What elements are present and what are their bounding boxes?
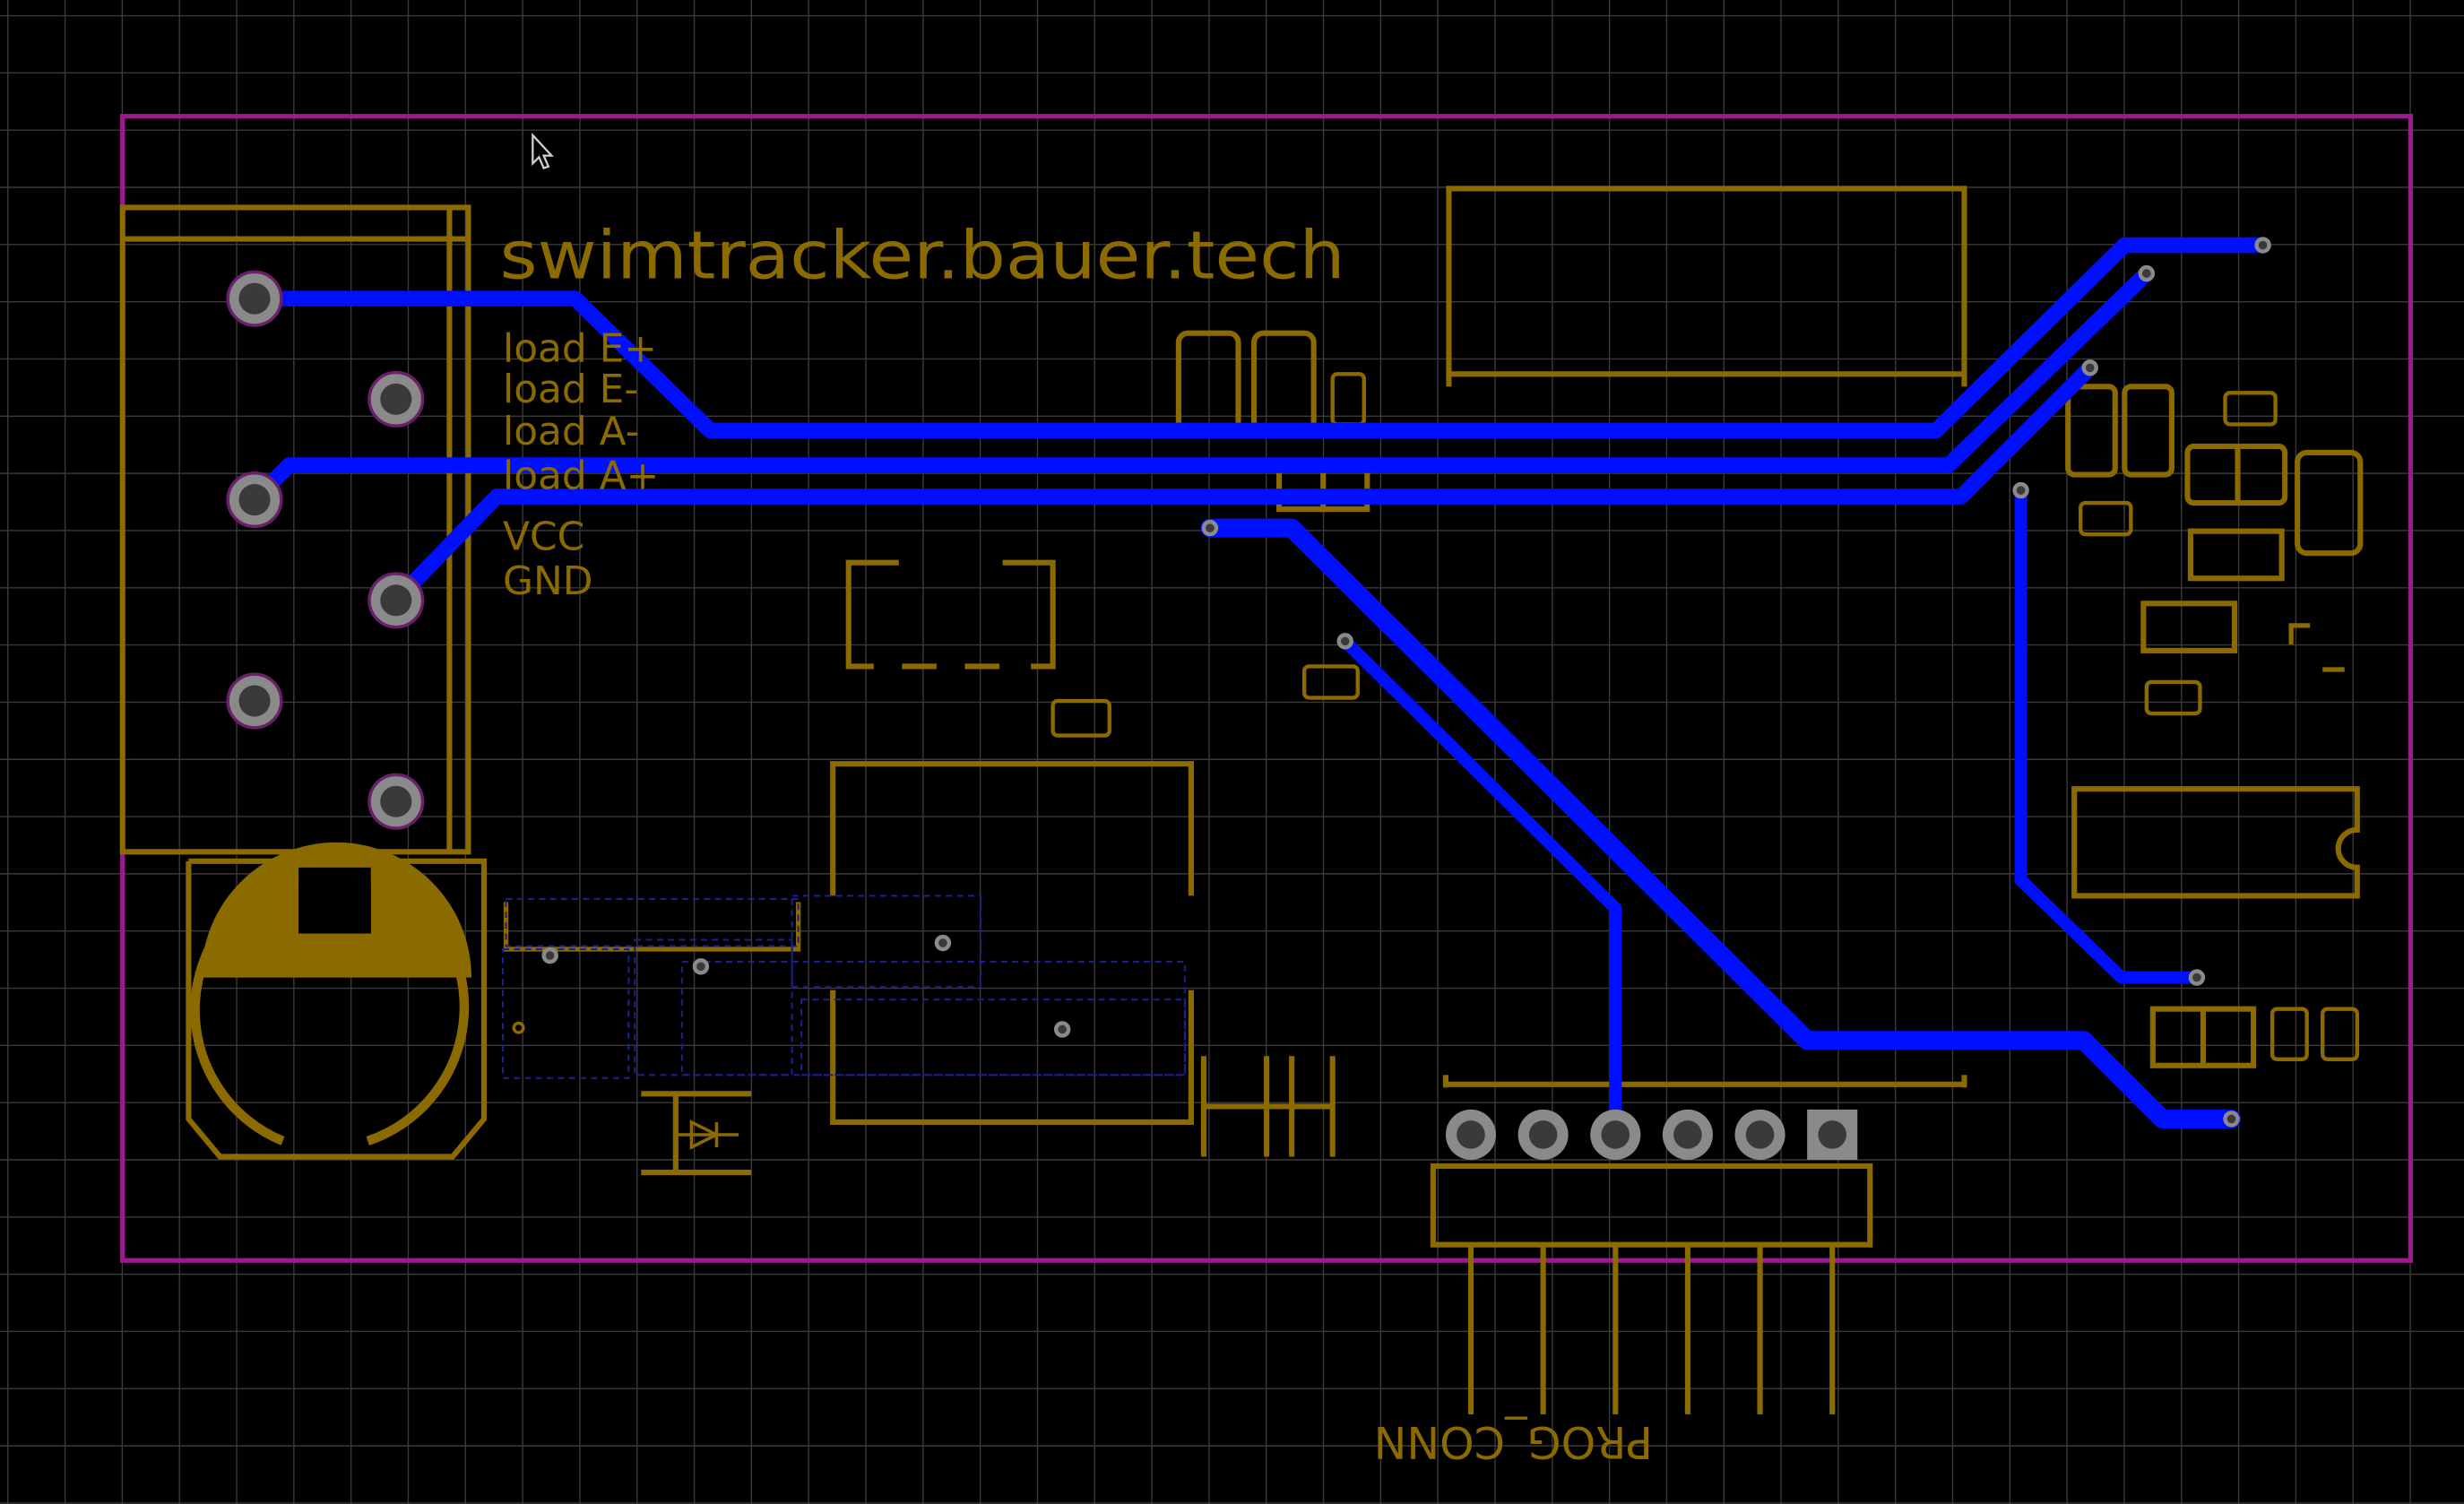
- smd-right-12[interactable]: [2321, 1007, 2359, 1061]
- vias: [541, 237, 2271, 1128]
- via[interactable]: [2138, 264, 2156, 282]
- label-load-a-plus[interactable]: load A+: [503, 453, 659, 498]
- diode-footprint[interactable]: [641, 1091, 752, 1176]
- prog-conn-label[interactable]: PROG_CONN: [1374, 1416, 1653, 1468]
- smd-right-5[interactable]: [2295, 449, 2364, 557]
- terminal-pad-2[interactable]: [367, 370, 425, 428]
- smd-right-8[interactable]: [2140, 601, 2238, 653]
- trace-gnd[interactable]: [1200, 518, 2242, 1128]
- via[interactable]: [1053, 1021, 1071, 1038]
- board-title[interactable]: swimtracker.bauer.tech: [500, 218, 1345, 294]
- trace-vcc[interactable]: [388, 359, 2098, 609]
- smd-right-11[interactable]: [2269, 1007, 2309, 1061]
- smd-right-6[interactable]: [2079, 500, 2133, 537]
- capacitor-copper-fill: [201, 842, 471, 978]
- pin1-marker: [512, 1021, 525, 1034]
- prog-pad-5[interactable]: [1734, 1109, 1785, 1161]
- trace-load-e-plus[interactable]: [246, 237, 2271, 439]
- sot-footprint[interactable]: [845, 559, 1056, 670]
- terminal-pad-6[interactable]: [367, 773, 425, 830]
- smd-small-1[interactable]: [1050, 698, 1111, 738]
- terminal-pad-4[interactable]: [367, 572, 425, 629]
- courtyard-layer: [501, 895, 1186, 1079]
- smd-right-9[interactable]: [2144, 679, 2202, 716]
- terminal-pad-3[interactable]: [226, 471, 283, 529]
- via[interactable]: [2081, 359, 2098, 376]
- terminal-pad-1[interactable]: [226, 270, 283, 327]
- terminal-pad-5[interactable]: [226, 672, 283, 730]
- label-load-e-minus[interactable]: load E-: [503, 367, 638, 412]
- smd-right-7[interactable]: [2187, 528, 2285, 582]
- via[interactable]: [692, 958, 710, 975]
- mouse-cursor-icon: [532, 132, 554, 170]
- via[interactable]: [2188, 969, 2206, 986]
- ic-footprint-center[interactable]: [830, 761, 1194, 896]
- label-vcc[interactable]: VCC: [503, 514, 584, 560]
- sot-right[interactable]: [2288, 623, 2311, 644]
- prog-pad-4[interactable]: [1662, 1109, 1713, 1161]
- terminal-pads: [226, 270, 425, 830]
- trace-signal-2[interactable]: [2014, 484, 2203, 984]
- label-load-a-minus[interactable]: load A-: [503, 409, 639, 454]
- label-gnd[interactable]: GND: [503, 558, 592, 604]
- via[interactable]: [1336, 633, 1353, 650]
- via[interactable]: [2223, 1111, 2240, 1128]
- prog-pad-3[interactable]: [1590, 1109, 1641, 1161]
- via[interactable]: [1201, 519, 1219, 537]
- film-capacitor-footprint[interactable]: [1200, 1056, 1336, 1157]
- via[interactable]: [934, 934, 952, 952]
- label-load-e-plus[interactable]: load E+: [503, 325, 657, 371]
- smd-right-1[interactable]: [2065, 384, 2118, 478]
- smd-right-2[interactable]: [2122, 384, 2174, 478]
- prog-pad-6-square[interactable]: [1807, 1109, 1858, 1161]
- via[interactable]: [541, 946, 558, 964]
- prog-header-footprint[interactable]: [1430, 1075, 1967, 1415]
- ic-footprint-right[interactable]: [2071, 786, 2360, 899]
- smd-small-2[interactable]: [1301, 664, 1360, 700]
- trace-signal-1[interactable]: [1338, 635, 1622, 1141]
- via[interactable]: [2012, 481, 2029, 499]
- prog-header-pads: [1445, 1109, 1858, 1161]
- smd-pad-c3[interactable]: [1330, 372, 1366, 427]
- module-footprint-top[interactable]: [1446, 186, 1967, 377]
- via[interactable]: [2254, 237, 2271, 254]
- connector-labels: load E+ load E- load A- load A+ VCC GND: [503, 325, 659, 604]
- smd-right-3[interactable]: [2223, 391, 2278, 427]
- prog-pad-2[interactable]: [1517, 1109, 1569, 1161]
- prog-pad-1[interactable]: [1445, 1109, 1497, 1161]
